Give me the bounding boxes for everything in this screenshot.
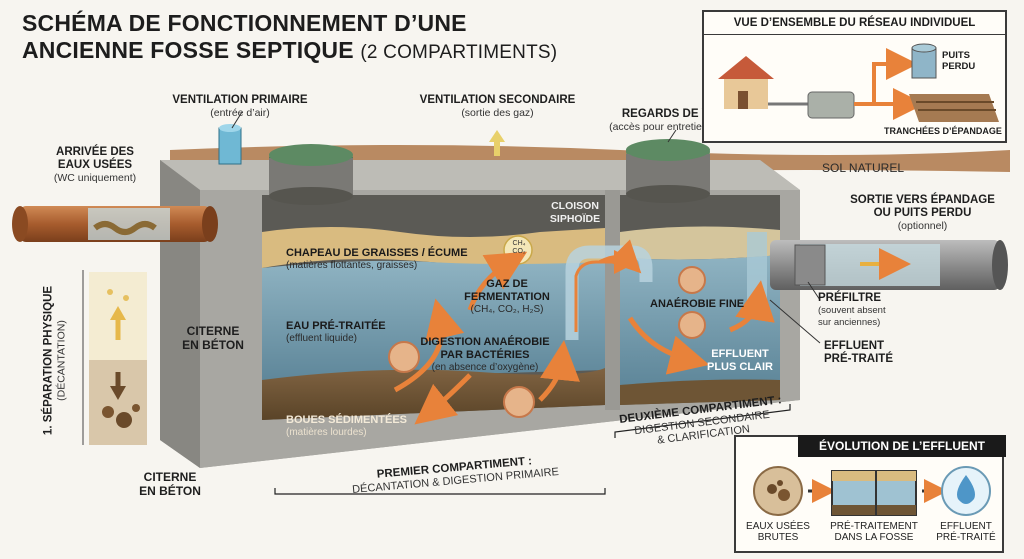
- label-gaz-fermentation: GAZ DE FERMENTATION (CH₄, CO₂, H₂S): [464, 278, 550, 315]
- ventilation-primary-pipe: [218, 127, 242, 165]
- title-line-2: ANCIENNE FOSSE SEPTIQUE: [22, 37, 354, 63]
- label-cloison-siphoide: CLOISON SIPHOÏDE: [549, 200, 601, 225]
- tranchees-icon: [909, 94, 999, 122]
- label-ventilation-primaire: VENTILATION PRIMAIRE (entrée d’air): [172, 94, 308, 119]
- evolution-caption-3: EFFLUENT PRÉ-TRAITÉ: [936, 521, 996, 543]
- title-line-1: SCHÉMA DE FONCTIONNEMENT D’UNE: [22, 10, 467, 36]
- label-sortie-epandage: SORTIE VERS ÉPANDAGE OU PUITS PERDU (opt…: [850, 194, 995, 232]
- compartment-2-bracket: [614, 404, 791, 438]
- label-effluent-plus-clair: EFFLUENT PLUS CLAIR: [707, 348, 773, 373]
- overview-puits-label: PUITS PERDU: [942, 50, 976, 72]
- raw-wastewater-icon: [753, 466, 803, 516]
- bacteria-icon-1: [388, 341, 420, 373]
- overview-tank-icon: [807, 91, 855, 119]
- label-sol-naturel: SOL NATUREL: [822, 161, 905, 175]
- evolution-caption-2: PRÉ-TRAITEMENT DANS LA FOSSE: [830, 521, 918, 543]
- network-overview-panel: VUE D’ENSEMBLE DU RÉSEAU INDIVIDUEL PUIT…: [702, 10, 1007, 143]
- overview-title: VUE D’ENSEMBLE DU RÉSEAU INDIVIDUEL: [704, 12, 1005, 35]
- grease-layer-2: [620, 226, 780, 260]
- sludge-layer-2: [620, 379, 780, 405]
- label-effluent-pretraite: EFFLUENT PRÉ-TRAITÉ: [824, 340, 893, 365]
- evolution-illustration: [753, 466, 991, 516]
- overview-tranchees-label: TRANCHÉES D’ÉPANDAGE: [884, 126, 1002, 136]
- label-citerne-inner: CITERNE EN BÉTON: [182, 324, 244, 352]
- overview-illustration: [718, 43, 999, 122]
- evolution-title: ÉVOLUTION DE L’EFFLUENT: [798, 435, 1006, 457]
- label-ventilation-secondaire: VENTILATION SECONDAIRE (sortie des gaz): [419, 94, 576, 119]
- label-anaerobie-fine: ANAÉROBIE FINE: [650, 298, 745, 310]
- evolution-caption-1: EAUX USÉES BRUTES: [746, 521, 810, 543]
- label-separation-physique: 1. SÉPARATION PHYSIQUE (DÉCANTATION): [42, 285, 68, 436]
- bacteria-icon-2: [503, 386, 535, 418]
- label-prefiltre: PRÉFILTRE (souvent absent sur anciennes): [818, 292, 886, 328]
- compartment-1-bracket: [274, 488, 606, 495]
- prefilter-mesh: [794, 244, 826, 286]
- label-digestion-anaerobie: DIGESTION ANAÉROBIE PAR BACTÉRIES (en ab…: [420, 336, 550, 373]
- effluent-evolution-panel: ÉVOLUTION DE L’EFFLUENT EAUX USÉES BRUTE…: [734, 435, 1006, 553]
- bacteria-icon-4: [678, 311, 706, 339]
- label-chapeau-graisses: CHAPEAU DE GRAISSES / ÉCUME (matières fl…: [286, 247, 468, 271]
- title-subtitle: (2 COMPARTIMENTS): [360, 42, 558, 63]
- label-citerne-outer: CITERNE EN BÉTON: [139, 470, 201, 498]
- dividing-wall: [605, 190, 620, 410]
- label-arrivee-eaux-usees: ARRIVÉE DES EAUX USÉES (WC uniquement): [53, 146, 137, 184]
- water-drop-icon: [957, 475, 975, 504]
- bacteria-icon-3: [678, 266, 706, 294]
- label-boues-sedimentees: BOUES SÉDIMENTÉES (matières lourdes): [286, 414, 408, 438]
- gas-badge-text: CH₄ CO₂: [512, 240, 526, 255]
- house-icon: [718, 56, 774, 79]
- label-eau-pretraitee: EAU PRÉ-TRAITÉE (effluent liquide): [286, 320, 386, 344]
- page-title: SCHÉMA DE FONCTIONNEMENT D’UNE ANCIENNE …: [22, 10, 557, 66]
